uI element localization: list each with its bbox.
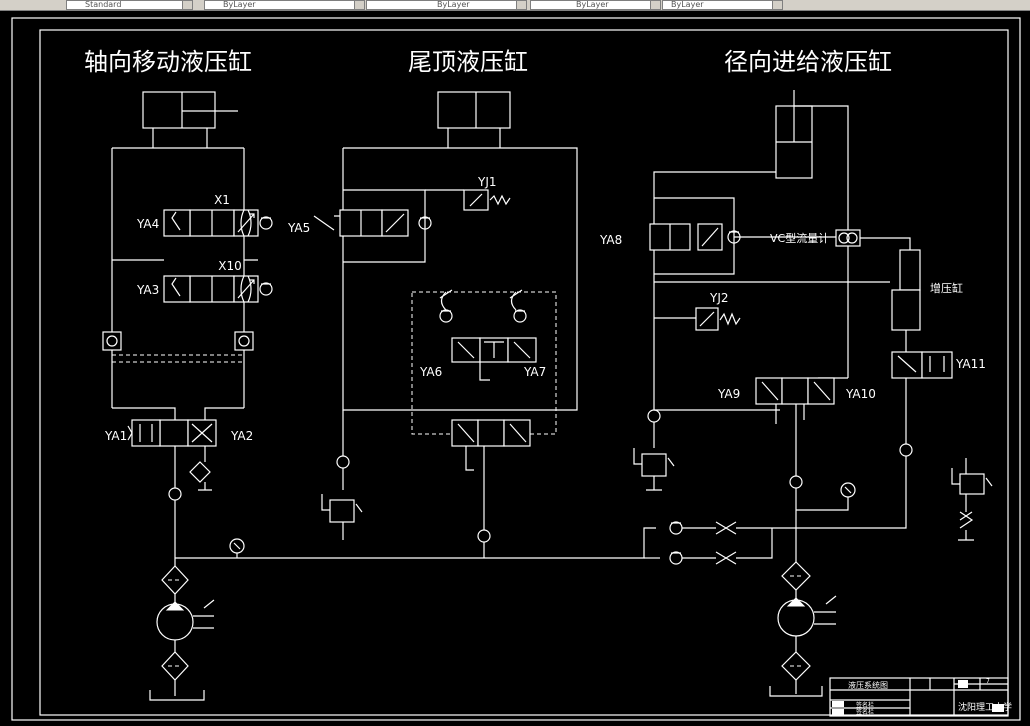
- title-block: 液压系统图 签名栏 签名栏 7 沈阳理工大学: [829, 677, 1012, 717]
- label-ya3: YA3: [136, 283, 159, 297]
- label-yj1: YJ1: [477, 175, 497, 189]
- linetype-value: ByLayer: [437, 0, 470, 9]
- linetype-select[interactable]: ByLayer: [366, 0, 518, 10]
- lineweight-select[interactable]: ByLayer: [530, 0, 652, 10]
- titleblock-row2: 签名栏: [856, 708, 874, 716]
- supply-circuit: [149, 521, 837, 701]
- title-axial-cylinder: 轴向移动液压缸: [84, 48, 252, 76]
- chevron-down-icon[interactable]: [650, 0, 661, 10]
- layer-value: ByLayer: [223, 0, 256, 9]
- label-ya8: YA8: [599, 233, 622, 247]
- label-x1: X1: [214, 193, 230, 207]
- toolbar: Standard ByLayer ByLayer ByLayer ByLayer: [0, 0, 1030, 11]
- label-ya7: YA7: [523, 365, 546, 379]
- plotstyle-select[interactable]: ByLayer: [662, 0, 774, 10]
- label-ya1: YA1: [104, 429, 127, 443]
- title-tail-cylinder: 尾顶液压缸: [408, 48, 528, 76]
- plotstyle-value: ByLayer: [671, 0, 704, 9]
- titleblock-drawing-name: 液压系统图: [848, 680, 888, 690]
- inner-frame: [39, 29, 1009, 716]
- axial-cylinder: [142, 91, 216, 129]
- title-radial-cylinder: 径向进给液压缸: [724, 48, 892, 76]
- chevron-down-icon[interactable]: [182, 0, 193, 10]
- label-ya11: YA11: [955, 357, 986, 371]
- titleblock-row1: 签名栏: [856, 701, 874, 709]
- chevron-down-icon[interactable]: [772, 0, 783, 10]
- tail-cylinder: [437, 91, 511, 129]
- label-ya5: YA5: [287, 221, 310, 235]
- label-ya9: YA9: [717, 387, 740, 401]
- outer-frame: [11, 17, 1021, 721]
- hydraulic-schematic-canvas[interactable]: 轴向移动液压缸 尾顶液压缸 径向进给液压缸 X1 YA4 X10 YA3: [0, 10, 1030, 726]
- lineweight-value: ByLayer: [576, 0, 609, 9]
- label-ya6: YA6: [419, 365, 442, 379]
- layer-select[interactable]: ByLayer: [204, 0, 356, 10]
- titleblock-sheet: 7: [986, 678, 990, 685]
- text-style-select[interactable]: Standard: [66, 0, 184, 10]
- chevron-down-icon[interactable]: [354, 0, 365, 10]
- chevron-down-icon[interactable]: [516, 0, 527, 10]
- text-style-value: Standard: [85, 0, 122, 9]
- label-flowmeter: VC型流量计: [770, 231, 829, 245]
- radial-circuit: YA8 VC型流量计 YJ2 增压缸 YA11 YA9 YA10: [599, 90, 993, 562]
- label-ya2: YA2: [230, 429, 253, 443]
- label-ya10: YA10: [845, 387, 876, 401]
- label-yj2: YJ2: [709, 291, 729, 305]
- tail-circuit: YA5 YJ1 YA6 YA7: [287, 91, 578, 558]
- label-x10: X10: [218, 259, 242, 273]
- label-ya4: YA4: [136, 217, 159, 231]
- axial-circuit: X1 YA4 X10 YA3 YA1 YA2: [102, 91, 273, 558]
- label-booster: 增压缸: [930, 281, 963, 295]
